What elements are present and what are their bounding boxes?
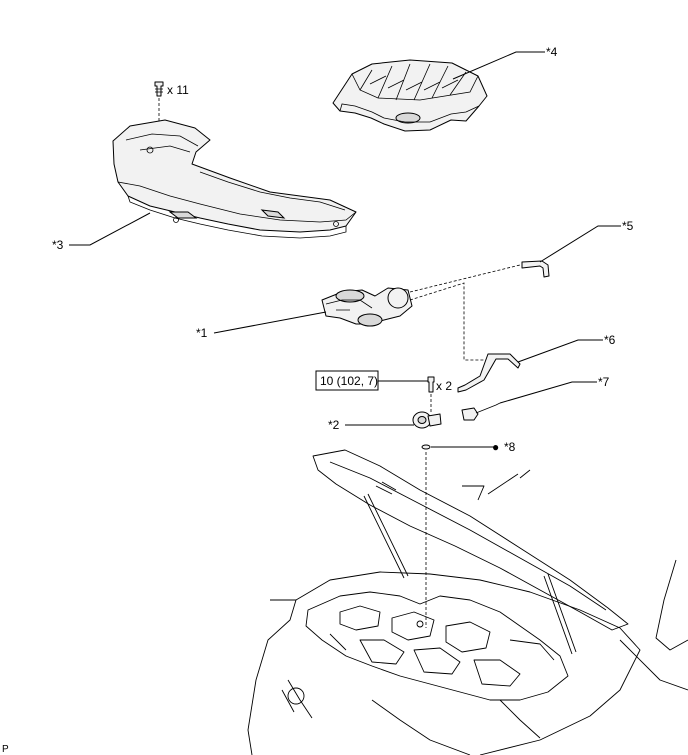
callout-part5: *5 xyxy=(622,219,634,233)
leader-line-part4 xyxy=(452,51,545,80)
clip-quantity: x 11 xyxy=(167,83,189,97)
non-reusable-mark: ● xyxy=(492,440,499,454)
alignment-line-part1-part5 xyxy=(409,264,521,293)
callout-part7: *7 xyxy=(598,375,610,389)
hose-part5-illustration xyxy=(521,260,550,278)
leader-line-part5 xyxy=(539,225,621,263)
engine-cover-illustration xyxy=(332,59,488,132)
callout-part8: *8 xyxy=(504,440,516,454)
callout-part6: *6 xyxy=(604,333,616,347)
vehicle-engine-bay-illustration xyxy=(247,449,688,755)
callout-part1: *1 xyxy=(196,326,208,340)
callout-part2: *2 xyxy=(328,418,340,432)
bolt-icon xyxy=(427,376,435,393)
callout-part3: *3 xyxy=(52,238,64,252)
air-intake-connector-illustration xyxy=(321,287,413,327)
gasket-part8-illustration xyxy=(421,444,431,450)
front-cover-panel-illustration xyxy=(112,119,357,239)
sensor-part7-illustration xyxy=(461,402,501,421)
breather-pipe-part6-illustration xyxy=(457,353,521,393)
valve-part2-illustration xyxy=(412,411,442,429)
leader-line-part3 xyxy=(69,212,151,246)
leader-line-part6 xyxy=(517,339,603,363)
leader-line-part1 xyxy=(213,311,327,334)
bolt-quantity: x 2 xyxy=(436,379,452,393)
corner-letter: P xyxy=(2,744,9,755)
leader-line-part7 xyxy=(499,381,597,404)
torque-spec-value: 10 (102, 7) xyxy=(320,374,378,388)
alignment-line-part1-part6 xyxy=(409,282,488,361)
callout-part4: *4 xyxy=(546,45,558,59)
clip-fastener-icon xyxy=(154,81,164,97)
